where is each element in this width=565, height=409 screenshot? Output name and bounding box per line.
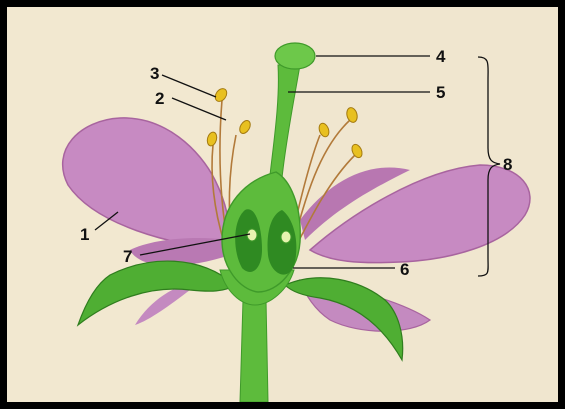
flower-stalk — [240, 300, 268, 402]
label-5: 5 — [436, 83, 445, 102]
label-6: 6 — [400, 260, 409, 279]
stigma — [275, 43, 315, 69]
label-2: 2 — [155, 89, 164, 108]
flower-diagram: 1 2 3 4 5 6 7 8 — [7, 7, 558, 402]
label-1: 1 — [80, 225, 89, 244]
ovule — [281, 231, 291, 243]
label-3: 3 — [150, 64, 159, 83]
label-4: 4 — [436, 47, 446, 66]
ovule — [247, 229, 257, 241]
label-8: 8 — [503, 155, 512, 174]
label-7: 7 — [123, 247, 132, 266]
